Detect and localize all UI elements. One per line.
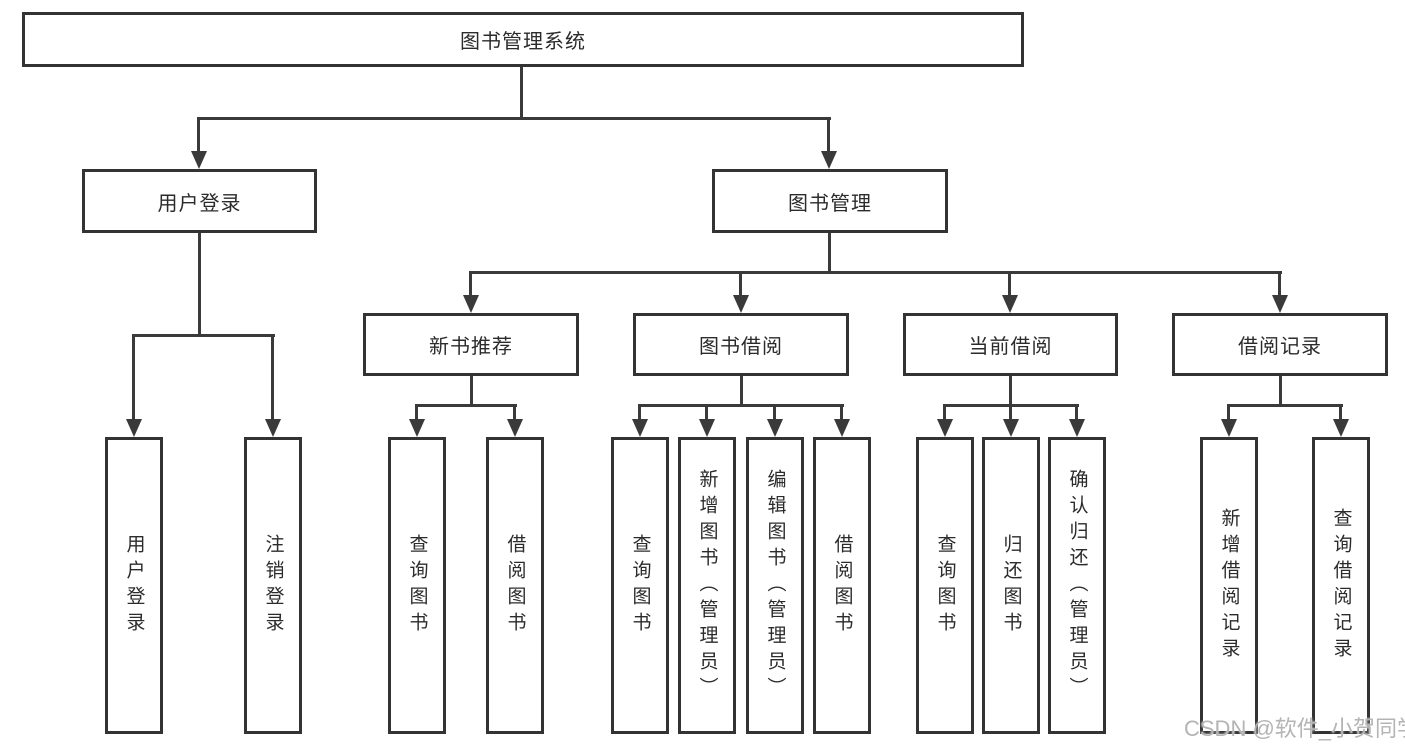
node-label: 图书借阅 <box>699 336 783 358</box>
leaf-label: 新增借阅记录 <box>1218 507 1240 664</box>
leaf-return-books: 归还图书 <box>982 437 1040 734</box>
node-label: 用户登录 <box>157 192 242 215</box>
node-library-system: 图书管理系统 <box>22 12 1024 67</box>
leaf-label: 查询图书 <box>406 533 428 638</box>
csdn-watermark: CSDN @软件_小贺同学 <box>1184 716 1405 741</box>
connector-line <box>828 233 831 273</box>
leaf-label: 归还图书 <box>1000 533 1022 638</box>
connector-line <box>133 334 275 337</box>
leaf-borrow-books-recommend: 借阅图书 <box>486 437 544 734</box>
node-label: 图书管理 <box>788 192 872 215</box>
arrow-down-icon <box>1002 271 1018 313</box>
arrow-down-icon <box>733 271 749 313</box>
arrow-down-icon <box>463 271 479 313</box>
leaf-query-books-recommend: 查询图书 <box>388 437 446 734</box>
arrow-down-icon <box>632 404 648 437</box>
arrow-down-icon <box>409 404 425 437</box>
connector-line <box>198 233 201 336</box>
leaf-label: 查询图书 <box>934 533 956 638</box>
connector-line <box>470 376 473 406</box>
leaf-label: 借阅图书 <box>831 533 853 638</box>
leaf-logout: 注销登录 <box>244 437 302 734</box>
connector-line <box>416 404 517 407</box>
arrow-down-icon <box>191 117 207 169</box>
arrow-down-icon <box>1333 404 1349 437</box>
leaf-add-books-admin: 新增图书（管理员） <box>678 437 736 734</box>
connector-line <box>639 404 844 407</box>
arrow-down-icon <box>1272 271 1288 313</box>
arrow-down-icon <box>1069 404 1085 437</box>
leaf-query-books-current: 查询图书 <box>916 437 974 734</box>
node-label: 借阅记录 <box>1238 336 1322 358</box>
arrow-down-icon <box>1221 404 1237 437</box>
connector-line <box>1228 404 1343 407</box>
arrow-down-icon <box>767 404 783 437</box>
connector-line <box>740 376 743 406</box>
connector-line <box>1009 376 1012 406</box>
arrow-down-icon <box>126 334 142 437</box>
leaf-label: 编辑图书（管理员） <box>764 468 786 703</box>
arrow-down-icon <box>699 404 715 437</box>
leaf-add-borrow-record: 新增借阅记录 <box>1200 437 1258 734</box>
leaf-label: 新增图书（管理员） <box>696 468 718 703</box>
node-label: 图书管理系统 <box>460 31 586 53</box>
node-book-borrowing: 图书借阅 <box>633 313 849 376</box>
connector-line <box>520 67 523 118</box>
node-borrowing-records: 借阅记录 <box>1172 313 1388 376</box>
node-current-borrowing: 当前借阅 <box>903 313 1118 376</box>
node-new-book-recommend: 新书推荐 <box>363 313 579 376</box>
arrow-down-icon <box>821 117 837 169</box>
leaf-confirm-return-admin: 确认归还（管理员） <box>1048 437 1106 734</box>
connector-line <box>1279 376 1282 406</box>
leaf-borrow-books-borrowing: 借阅图书 <box>813 437 871 734</box>
leaf-label: 用户登录 <box>123 533 145 638</box>
leaf-edit-books-admin: 编辑图书（管理员） <box>746 437 804 734</box>
leaf-user-login: 用户登录 <box>105 437 163 734</box>
connector-line <box>198 117 831 120</box>
leaf-label: 借阅图书 <box>504 533 526 638</box>
arrow-down-icon <box>834 404 850 437</box>
leaf-label: 注销登录 <box>262 533 284 638</box>
node-label: 当前借阅 <box>968 336 1053 358</box>
node-book-management: 图书管理 <box>712 169 948 233</box>
leaf-label: 查询图书 <box>629 533 651 638</box>
node-user-login: 用户登录 <box>82 169 317 233</box>
arrow-down-icon <box>507 404 523 437</box>
arrow-down-icon <box>937 404 953 437</box>
connector-line <box>471 271 1282 274</box>
leaf-query-borrow-record: 查询借阅记录 <box>1312 437 1370 734</box>
leaf-query-books-borrowing: 查询图书 <box>611 437 669 734</box>
node-label: 新书推荐 <box>429 336 513 358</box>
leaf-label: 确认归还（管理员） <box>1066 468 1088 703</box>
arrow-down-icon <box>1003 404 1019 437</box>
leaf-label: 查询借阅记录 <box>1330 507 1352 664</box>
arrow-down-icon <box>265 334 281 437</box>
